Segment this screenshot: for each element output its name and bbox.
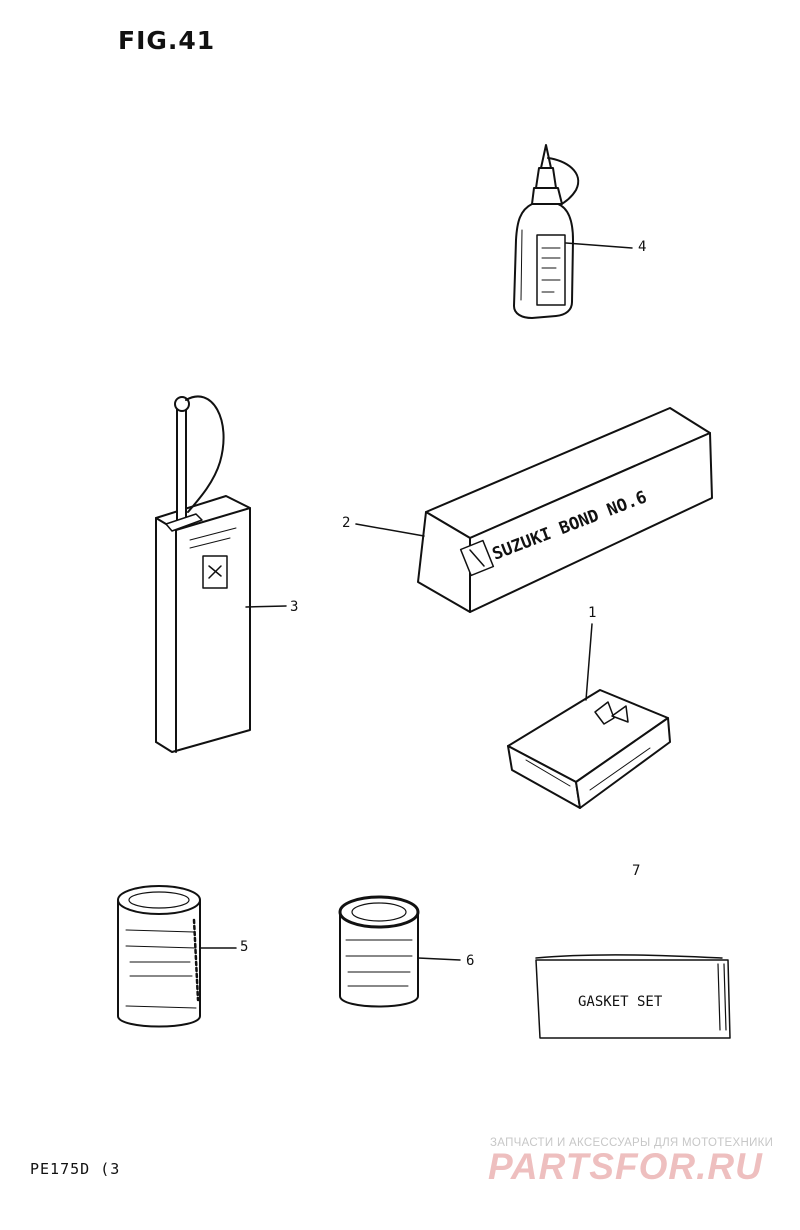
watermark-logo: PARTSFOR.RU xyxy=(488,1146,763,1187)
tin-box-part-1 xyxy=(507,689,671,809)
leader-line-3 xyxy=(245,605,287,608)
callout-number: 7 xyxy=(632,863,641,879)
callout-number: 3 xyxy=(290,599,299,615)
bond-box-part-2 xyxy=(417,407,713,613)
callout-number: 1 xyxy=(588,605,597,621)
leader-line-2 xyxy=(355,523,425,537)
gasket-set-part-7 xyxy=(535,954,731,1039)
model-code: PE175D (3 xyxy=(30,1160,121,1178)
leader-line-4 xyxy=(565,242,633,249)
leader-line-1 xyxy=(585,623,593,701)
leader-line-6 xyxy=(417,957,461,961)
watermark-tagline: ЗАПЧАСТИ И АКСЕССУАРЫ ДЛЯ МОТОТЕХНИКИ xyxy=(490,1137,774,1149)
gasket-set-label: GASKET SET xyxy=(578,994,663,1010)
callout-number: 2 xyxy=(342,515,351,531)
can-part-5 xyxy=(117,885,201,1028)
callout-number: 6 xyxy=(466,953,475,969)
figure-title: FIG.41 xyxy=(118,26,216,55)
callout-number: 5 xyxy=(240,939,249,955)
oil-can-part-3 xyxy=(155,395,251,753)
can-part-6 xyxy=(338,895,420,1008)
callout-number: 4 xyxy=(638,239,647,255)
oil-bottle-part-4 xyxy=(513,144,580,319)
